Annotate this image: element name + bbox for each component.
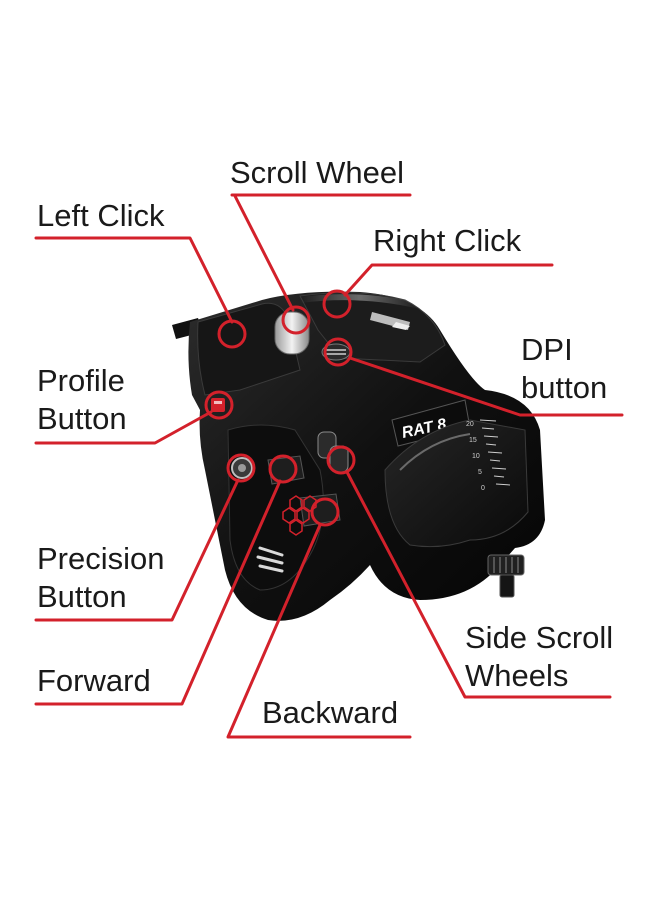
label-forward-text: Forward [37,663,151,698]
callout-circle-dpi [323,337,353,367]
label-scroll-wheel-text: Scroll Wheel [230,155,404,190]
backward-side-button [299,493,341,527]
palm-rest [384,419,529,548]
mouse-illustration: RAT 8 20 15 10 5 0 [172,291,545,621]
label-forward: Forward [37,662,151,700]
label-right-click: Right Click [373,222,521,260]
dpi-scale-numbers: 20 15 10 5 0 [466,421,485,492]
label-precision-button: Precision Button [37,540,165,616]
label-right-click-text: Right Click [373,223,522,258]
callout-circle-left-click [217,319,247,349]
hex-grid [282,495,317,536]
label-backward: Backward [262,694,398,732]
right-panel-stripe [392,322,410,330]
body-highlight [299,294,421,309]
label-left-click: Left Click [37,197,164,235]
label-dpi-line-2: button [521,370,608,405]
label-backward-text: Backward [262,695,399,730]
callout-circle-forward [268,454,298,484]
callout-circle-side-scroll [326,445,356,475]
dpi-scale-20: 20 [466,421,474,428]
callout-line-forward [34,479,282,706]
callout-circle-right-click [322,289,352,319]
callout-line-dpi [348,356,624,417]
dpi-scale-0: 0 [481,485,485,492]
label-dpi-button: DPI button [521,331,607,407]
label-precision-line-1: Precision [37,541,165,576]
dpi-scale-5: 5 [478,469,482,476]
palm-rest-highlight [399,433,471,471]
callout-line-backward [226,523,412,739]
label-dpi-line-1: DPI [521,332,573,367]
callout-line-right-click [343,263,554,297]
callout-circle-precision [226,453,256,483]
label-profile-button: Profile Button [37,362,127,438]
label-scroll-wheel: Scroll Wheel [230,154,404,192]
callout-circle-scroll-wheel [281,305,311,335]
label-precision-line-2: Button [37,579,127,614]
label-profile-line-1: Profile [37,363,125,398]
label-side-scroll-line-2: Wheels [465,658,569,693]
label-side-scroll-wheels: Side Scroll Wheels [465,619,613,695]
callout-line-precision [34,478,240,622]
callout-line-side-scroll [345,470,612,699]
profile-button [211,398,225,412]
callout-circle-profile [204,390,234,420]
callout-line-left-click [34,236,234,324]
callout-circle-backward [310,497,340,527]
dpi-scale-15: 15 [469,437,477,444]
label-side-scroll-line-1: Side Scroll [465,620,614,655]
label-left-click-text: Left Click [37,198,165,233]
weight-adjust-knob [487,554,525,598]
dpi-scale [479,419,511,486]
callouts [34,193,624,739]
label-profile-line-2: Button [37,401,127,436]
claw-logo [256,546,284,573]
dpi-scale-10: 10 [472,453,480,460]
callout-line-scroll-wheel [233,194,295,312]
callout-line-profile [34,410,213,445]
